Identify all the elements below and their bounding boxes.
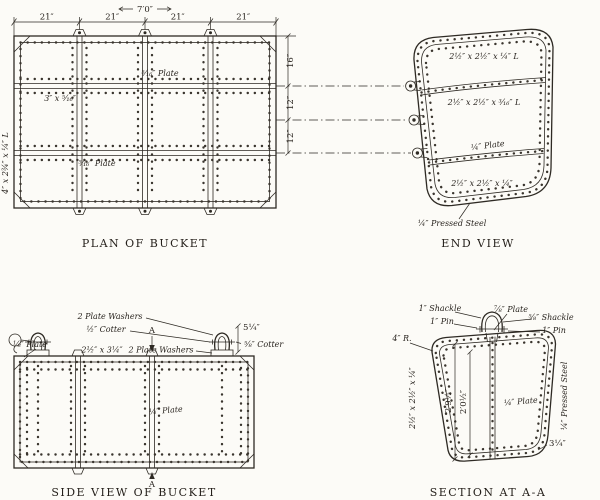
side-caption: SIDE VIEW OF BUCKET [51,486,216,499]
section-pin-big-leader [453,323,478,329]
plan-top-dimension: 7′0″ 21″ 21″ 21″ 21″ [11,5,279,36]
plan-seams [14,83,276,156]
end-hinge-lugs [405,80,428,159]
section-shackle-big-leader [454,311,482,319]
plan-segment-dim-2: 21″ [105,13,119,23]
side-section-marker-top: A [148,326,156,336]
side-washers-top-leader [145,317,214,336]
side-rivet-rows [18,360,250,464]
plan-plate-lower-label: ⁵⁄₁₆″ Plate [78,159,115,168]
end-rivet-rows [416,31,551,203]
side-section-line: A A [148,326,156,490]
plan-plate-upper-label: ⁵⁄₁₆″ Plate [141,69,178,78]
plan-right-dim-12a: 12″ [286,96,296,110]
section-plate-main-label: ¼″ Plate [503,396,538,408]
plan-view: 7′0″ 21″ 21″ 21″ 21″ 16″ 12″ 12″ ⁵⁄₁₆″ P… [1,5,296,250]
side-bar-label: 2½″ x 3¼″ [80,346,122,355]
side-plate-outline [13,355,255,469]
end-view: 2½″ x 2½″ x ¼″ L 2½″ x 2½″ x ³⁄₁₆″ L ¼″ … [405,28,554,250]
plan-segment-dim-4: 21″ [236,13,250,23]
side-cotter-top-leader [129,330,211,343]
plan-right-dimension: 16″ 12″ 12″ [276,33,296,156]
side-view: A A 5¼″ 2 Plate Washers ½″ Cotter ⅝″ Cot… [8,312,284,499]
side-washers-mid-label: 2 Plate Washers [127,346,193,355]
section-radius-leader [409,342,434,352]
section-angle-left-label: 2½″ x 2½″ x ¼″ [408,367,417,430]
plan-caption: PLAN OF BUCKET [82,237,208,250]
plan-segment-dim-3: 21″ [171,13,185,23]
section-shackle-small-label: ⅝″ Shackle [528,313,574,322]
side-dim-shackle: 5¼″ [235,322,260,355]
section-pin-big-label: 1″ Pin [430,317,454,326]
plan-edge-angle-label: 4″ x 2¾″ x ¼″ L [1,132,10,195]
section-outline [431,329,557,462]
plan-rivet-rows [19,41,271,203]
section-dim-outer: 2′9½″ [443,341,458,462]
end-angle-bottom-label: 2½″ x 2½″ x ¼″ [450,179,513,188]
section-plate-78-label: ⅞″ Plate [494,305,528,314]
side-washers-mid-leader [195,350,213,354]
plan-segment-dim-1: 21″ [40,13,54,23]
section-dim-inner: 2′0½″ [458,349,473,458]
side-plate-main-label: ¼″ Plate [148,405,183,417]
plan-right-dim-12b: 12″ [286,130,296,144]
end-angle-mid-label: 2½″ x 2½″ x ³⁄₁₆″ L [447,98,521,107]
side-cotter-top-label: ½″ Cotter [86,325,126,334]
section-radius-label: 4″ R. [391,334,411,343]
section-shackle-small-leader [502,318,533,323]
projection-lines [276,85,411,154]
side-plate-thin-label: ⅛″ Plate [13,340,47,349]
side-washers-top-label: 2 Plate Washers [76,312,142,321]
side-right-shackle [209,332,242,357]
end-plate-label: ¼″ Plate [470,139,505,152]
section-pin-small-leader [507,330,541,333]
plan-plate-outline [13,35,277,209]
end-outline [413,28,554,207]
plan-right-dim-16: 16″ [286,54,296,68]
end-seams [421,77,547,166]
section-pressed-steel-label: ¼″ Pressed Steel [560,361,569,430]
end-pressed-steel-leader [458,202,471,220]
end-pressed-steel-label: ¼″ Pressed Steel [418,219,487,228]
plan-overall-dim: 7′0″ [137,5,153,15]
side-stiffeners [71,349,159,475]
section-plate-78-leader [493,313,508,331]
section-shackle-big-label: 1″ Shackle [419,304,462,313]
plan-bar-label: 3″ x ⁵⁄₁₆″ [44,94,76,103]
plan-stiffeners [72,29,218,215]
section-dim-bottom-label: 3¼″ [549,438,566,449]
end-caption: END VIEW [441,237,515,250]
side-left-shackle [8,332,51,357]
section-view: 2′0½″ 2′9½″ 1″ Shackle 1″ Pin ⅞″ Plate ⅝… [391,304,574,499]
section-dim-bottom-leader [537,444,548,451]
side-cotter-right-label: ⅝″ Cotter [244,340,284,349]
side-section-marker-bottom: A [148,480,156,490]
section-dim-outer-label: 2′9½″ [443,389,454,413]
section-caption: SECTION AT A-A [430,486,547,499]
section-dim-inner-label: 2′0½″ [458,390,469,414]
section-pin-small-label: 1″ Pin [542,326,566,335]
section-center-plate [489,336,496,460]
side-dim-shackle-label: 5¼″ [243,322,260,333]
side-plate-thin-leader [23,348,37,358]
section-rivet-rows [434,333,554,459]
end-angle-top-label: 2½″ x 2½″ x ¼″ L [448,52,518,61]
